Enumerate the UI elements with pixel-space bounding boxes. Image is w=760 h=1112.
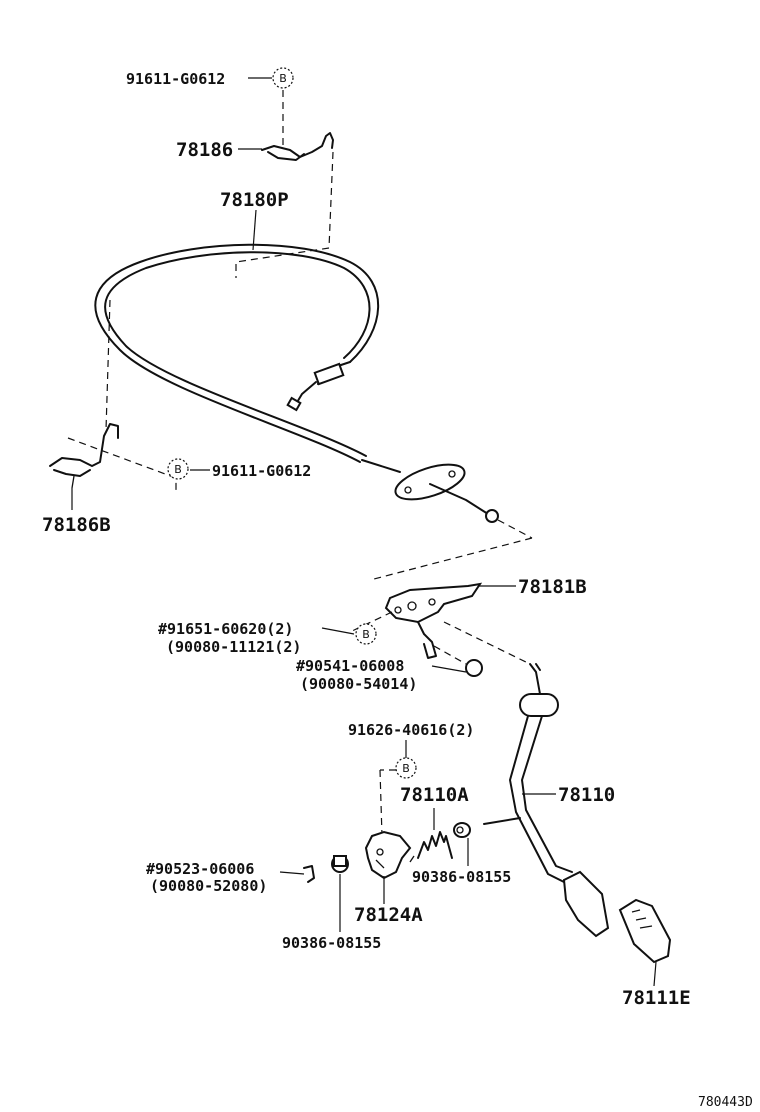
pedal-pivot [519,693,559,717]
label-lower-bracket: 78124A [354,904,423,926]
label-nut: #90541-06008 [296,657,404,675]
callout-b-bracket [355,623,377,645]
pedal-pad-group [618,898,672,987]
label-bracket-bolt-alt: (90080-11121(2) [166,638,301,656]
stopper-bolt-group: B [379,740,417,837]
label-bushing-left: 90386-08155 [282,934,381,952]
label-diagram-id: 780443D [698,1095,753,1110]
label-clip-upper: 78186 [176,139,233,161]
label-stopper-bolt: 91626-40616(2) [348,721,474,739]
label-spring: 78110A [400,784,469,806]
svg-text:B: B [402,762,410,775]
cable-grommet [394,463,466,501]
label-bushing-right: 90386-08155 [412,868,511,886]
label-clip-lower: 78186B [42,514,111,536]
label-bracket: 78181B [518,576,587,598]
spring-group [409,808,453,863]
svg-text:B: B [362,628,370,641]
label-pedal-arm: 78110 [558,784,615,806]
label-cable: 78180P [220,189,289,211]
label-clip-upper-bolt: 91611-G0612 [126,70,225,88]
label-clip-small-alt: (90080-52080) [150,877,267,895]
label-nut-alt: (90080-54014) [300,675,417,693]
bracket-group: B [321,582,531,677]
upper-clip-group: B [238,67,334,249]
callout-b-upper [272,67,294,89]
callout-b-stopper [395,757,417,779]
small-clip-group [279,855,349,932]
pedal-arm-group [483,663,610,938]
lower-bracket-group [364,830,412,904]
label-clip-lower-bolt: 91611-G0612 [212,462,311,480]
label-pedal-pad: 78111E [622,987,691,1009]
svg-text:B: B [174,463,182,476]
label-clip-small: #90523-06006 [146,860,254,878]
callout-b-lower [167,458,189,480]
bushing-right-group [453,822,471,866]
cable-group [94,209,533,581]
svg-text:B: B [279,72,287,85]
lower-clip-group: B [49,299,210,510]
label-bracket-bolt: #91651-60620(2) [158,620,293,638]
